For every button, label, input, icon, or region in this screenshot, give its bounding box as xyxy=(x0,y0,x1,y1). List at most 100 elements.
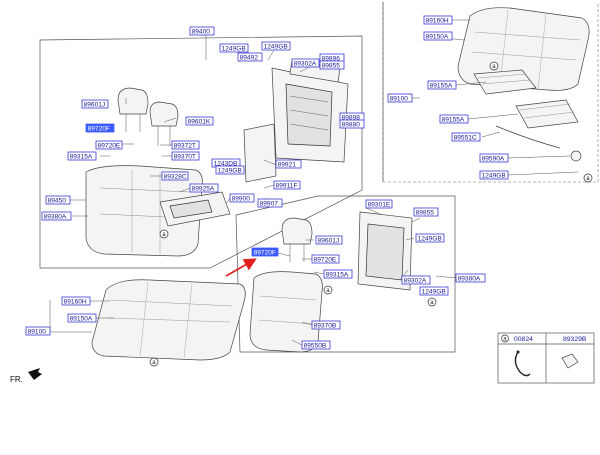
part-label-text: 89150A xyxy=(70,315,93,322)
part-label-89301E[interactable]: 89301E xyxy=(365,199,393,209)
headrest-left-upper xyxy=(117,87,149,132)
part-label-1249GB-b[interactable]: 1249GB xyxy=(261,41,291,51)
part-label-box xyxy=(401,275,431,285)
part-label-89100-bot[interactable]: 89100 xyxy=(25,326,51,336)
part-label-text: 89720F xyxy=(254,249,276,256)
part-label-box xyxy=(189,183,219,193)
part-label-box xyxy=(423,15,453,25)
part-label-box xyxy=(171,151,200,161)
callout-a-3: a xyxy=(583,173,593,183)
callout-a-4: a xyxy=(149,357,159,367)
part-label-89880[interactable]: 89880 xyxy=(339,119,365,129)
part-label-89550B[interactable]: 89550B xyxy=(301,340,331,350)
part-label-text: 89550B xyxy=(304,342,327,349)
part-label-text: 89601J xyxy=(318,237,340,244)
seatback-foam-lower xyxy=(249,271,323,353)
part-label-text: 1249GB xyxy=(418,235,443,242)
part-label-89315A-a[interactable]: 89315A xyxy=(67,151,97,161)
seat-cushion-top xyxy=(457,7,590,91)
part-label-1249GB-a[interactable]: 1249GB xyxy=(219,43,249,53)
part-label-89855-a[interactable]: 89855 xyxy=(319,60,345,70)
fr-label: FR. xyxy=(10,375,23,384)
part-label-text: 1249GB xyxy=(218,167,243,174)
part-label-89302A-b[interactable]: 89302A xyxy=(401,275,431,285)
part-label-89450[interactable]: 89450 xyxy=(45,195,71,205)
part-label-89720F-b[interactable]: 89720F xyxy=(251,247,279,257)
part-label-1249GB-f[interactable]: 1249GB xyxy=(419,286,449,296)
part-label-89372T[interactable]: 89372T xyxy=(171,140,200,150)
part-label-89160H-top[interactable]: 89160H xyxy=(423,15,453,25)
part-label-box xyxy=(323,269,353,279)
part-label-box xyxy=(229,193,255,203)
part-label-text: 89400 xyxy=(192,28,211,35)
part-label-89907[interactable]: 89907 xyxy=(257,198,283,208)
part-label-text: 89855 xyxy=(322,62,341,69)
part-label-box xyxy=(423,31,453,41)
part-label-89150A-bot[interactable]: 89150A xyxy=(67,313,97,323)
part-label-text: 89720E xyxy=(98,142,121,149)
part-label-89160H-bot[interactable]: 89160H xyxy=(61,296,91,306)
part-label-box xyxy=(81,99,109,109)
part-label-89601K[interactable]: 89601K xyxy=(185,116,214,126)
part-label-text: 89921 xyxy=(278,161,297,168)
part-label-text: 1243DB xyxy=(214,160,238,167)
part-label-89380A-a[interactable]: 89380A xyxy=(41,211,72,221)
part-label-89315A-b[interactable]: 89315A xyxy=(323,269,353,279)
part-label-text: 89301E xyxy=(368,201,391,208)
part-label-89720F-a[interactable]: 89720F xyxy=(85,123,115,133)
part-label-89921[interactable]: 89921 xyxy=(275,159,302,169)
part-label-text: 89328C xyxy=(164,173,187,180)
heater-mat-b xyxy=(495,99,582,162)
part-label-89302A-a[interactable]: 89302A xyxy=(291,58,320,68)
seat-cushion-lower xyxy=(91,279,246,361)
part-label-text: 89898 xyxy=(342,114,361,121)
part-label-text: 89100 xyxy=(390,95,409,102)
part-label-text: 89880 xyxy=(342,121,361,128)
part-label-box xyxy=(479,153,509,163)
part-label-text: 1249GB xyxy=(482,172,507,179)
part-label-1249GB-e[interactable]: 1249GB xyxy=(415,233,445,243)
part-label-89370B[interactable]: 89370B xyxy=(311,320,341,330)
part-label-89720E-a[interactable]: 89720E xyxy=(95,140,123,150)
part-label-89150A-top[interactable]: 89150A xyxy=(423,31,453,41)
part-label-89155A-b[interactable]: 89155A xyxy=(439,114,469,124)
part-label-89400[interactable]: 89400 xyxy=(189,26,215,36)
part-label-1249GB-d[interactable]: 1249GB xyxy=(479,170,509,180)
indicator-arrow xyxy=(225,258,257,277)
part-label-box xyxy=(251,247,279,257)
part-label-text: 89601J xyxy=(84,101,106,108)
part-label-89601J-b[interactable]: 89601J xyxy=(315,235,343,245)
part-number-labels: 89400 1249GB 89492 1249GB 89896 89855 89… xyxy=(25,15,509,350)
part-label-89492[interactable]: 89492 xyxy=(237,52,263,62)
part-label-89328C[interactable]: 89328C xyxy=(161,171,189,181)
part-label-89155A-a[interactable]: 89155A xyxy=(427,80,457,90)
part-label-box xyxy=(273,180,301,190)
part-label-text: 89925A xyxy=(192,185,215,192)
callout-a-1: a xyxy=(159,229,169,239)
part-label-89720E-b[interactable]: 89720E xyxy=(311,254,340,264)
part-label-89601J-a[interactable]: 89601J xyxy=(81,99,109,109)
part-label-box xyxy=(451,132,481,142)
svg-text:a: a xyxy=(152,360,156,366)
part-label-89925A[interactable]: 89925A xyxy=(189,183,219,193)
part-label-89370T[interactable]: 89370T xyxy=(171,151,200,161)
part-label-89911F[interactable]: 89911F xyxy=(273,180,301,190)
part-label-89900[interactable]: 89900 xyxy=(229,193,255,203)
part-label-box xyxy=(311,254,340,264)
part-label-text: 89160H xyxy=(426,17,449,24)
part-label-89551C[interactable]: 89551C xyxy=(451,132,481,142)
part-label-89380A-b[interactable]: 89380A xyxy=(455,273,486,283)
part-label-89100-top[interactable]: 89100 xyxy=(387,93,413,103)
svg-text:a: a xyxy=(586,176,590,182)
legend-part-1: 00824 xyxy=(514,336,533,343)
part-label-1249GB-c[interactable]: 1249GB xyxy=(215,165,245,175)
part-label-box xyxy=(237,52,263,62)
callout-a-2: a xyxy=(489,61,499,71)
part-label-text: 89302A xyxy=(404,277,427,284)
part-label-box xyxy=(275,159,302,169)
part-label-text: 89380A xyxy=(44,213,67,220)
legend-callout: a xyxy=(503,337,507,343)
part-label-89855-b[interactable]: 89855 xyxy=(413,207,439,217)
part-label-89590A[interactable]: 89590A xyxy=(479,153,509,163)
part-label-text: 1249GB xyxy=(222,45,247,52)
